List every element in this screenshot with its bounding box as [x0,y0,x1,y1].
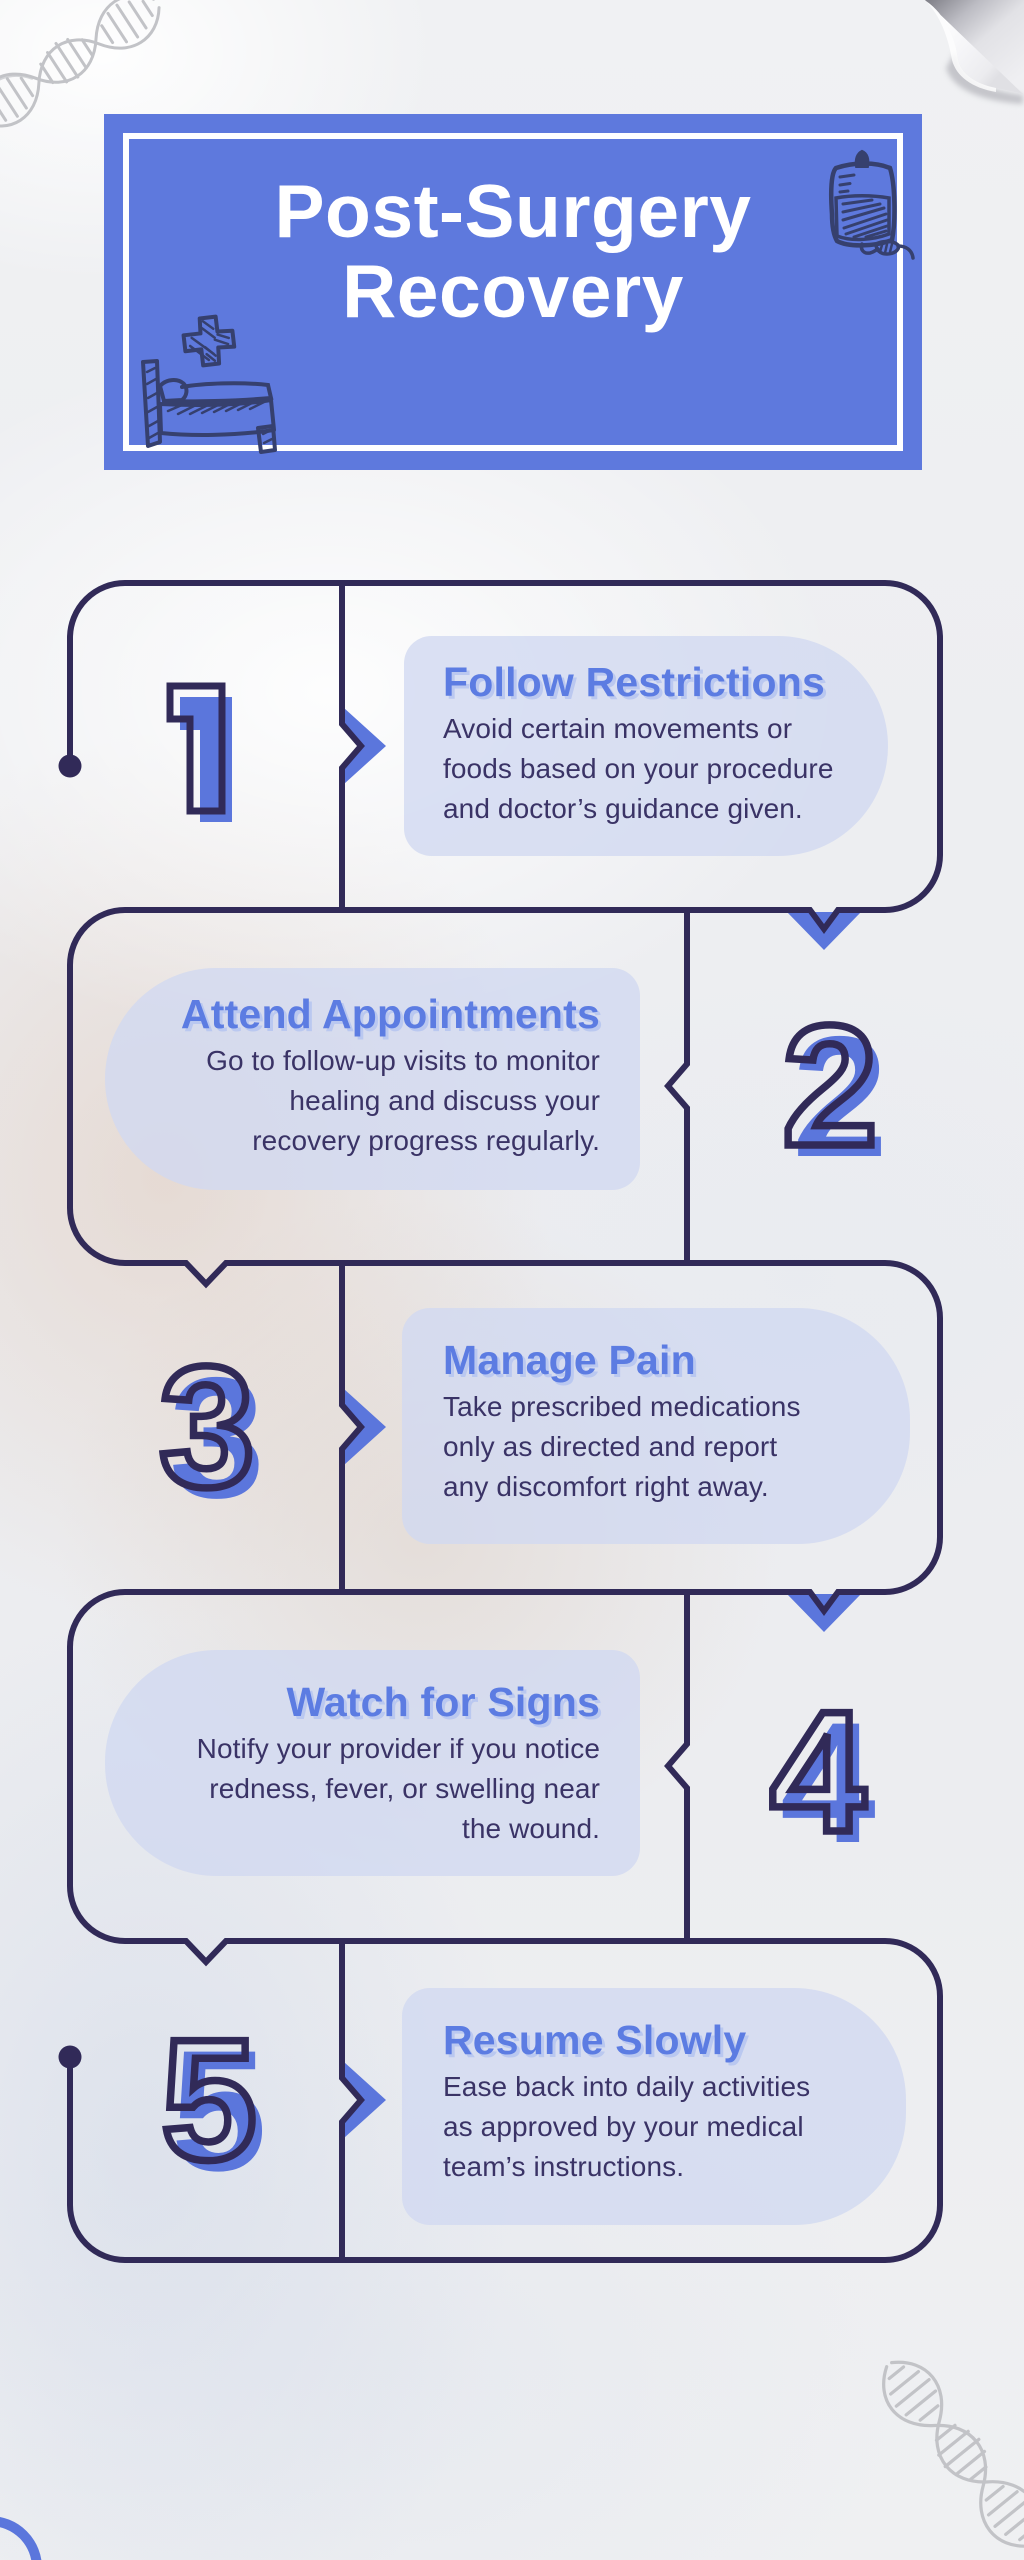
page-curl-icon [925,0,1024,104]
step-1-card: Follow Restrictions Avoid certain moveme… [404,636,888,856]
dna-strand-icon [0,0,161,128]
start-dot [58,754,82,778]
flow-endpoints [58,754,82,2069]
divider-step1 [339,586,365,907]
step-4-card: Watch for Signs Notify your provider if … [105,1650,640,1876]
flow-outline [67,580,943,2263]
step-2-card: Attend Appointments Go to follow-up visi… [105,968,640,1190]
header-border [123,133,903,451]
divider-step3 [339,1266,365,1589]
step-3-card: Manage Pain Take prescribed medications … [402,1308,910,1544]
step-4-body: Notify your provider if you notice redne… [196,1733,600,1845]
dna-strand-icon [882,2360,1024,2548]
step-1-number: 1 [166,682,232,822]
step-3-heading: Manage Pain [443,1337,696,1383]
page-title-line1: Post-Surgery [274,169,752,253]
step-3-number-shadow: 3 [169,1342,265,1534]
end-dot [58,2045,82,2069]
page-title-line2: Recovery [342,249,684,333]
divider-step4 [664,1595,690,1938]
divider-step2 [664,913,690,1260]
step-4-heading: Watch for Signs [286,1679,600,1725]
step-2-body: Go to follow-up visits to monitor healin… [206,1045,600,1157]
blue-arc-icon [0,2516,42,2560]
step-3-body: Take prescribed medications only as dire… [443,1391,801,1503]
hospital-bed-icon [141,359,277,454]
iv-bag-icon [828,149,915,260]
step-2-number-shadow: 2 [792,1001,888,1193]
step-1-body: Avoid certain movements or foods based o… [443,713,834,825]
medical-cross-icon [181,314,237,368]
step-5-number-shadow: 5 [171,2015,267,2207]
flow-arrows [344,708,861,2138]
step-1-heading: Follow Restrictions [443,659,825,705]
step-4-number-shadow: 4 [780,1687,876,1879]
arrow-right-step5 [344,2062,386,2138]
divider-step5 [339,1944,365,2257]
step-5-heading: Resume Slowly [443,2017,747,2063]
arrow-right-step1 [344,708,386,784]
arrow-right-step3 [344,1389,386,1465]
step-5-card: Resume Slowly Ease back into daily activ… [402,1988,906,2225]
step-2-heading: Attend Appointments [180,991,600,1037]
step-5-body: Ease back into daily activities as appro… [443,2071,811,2183]
